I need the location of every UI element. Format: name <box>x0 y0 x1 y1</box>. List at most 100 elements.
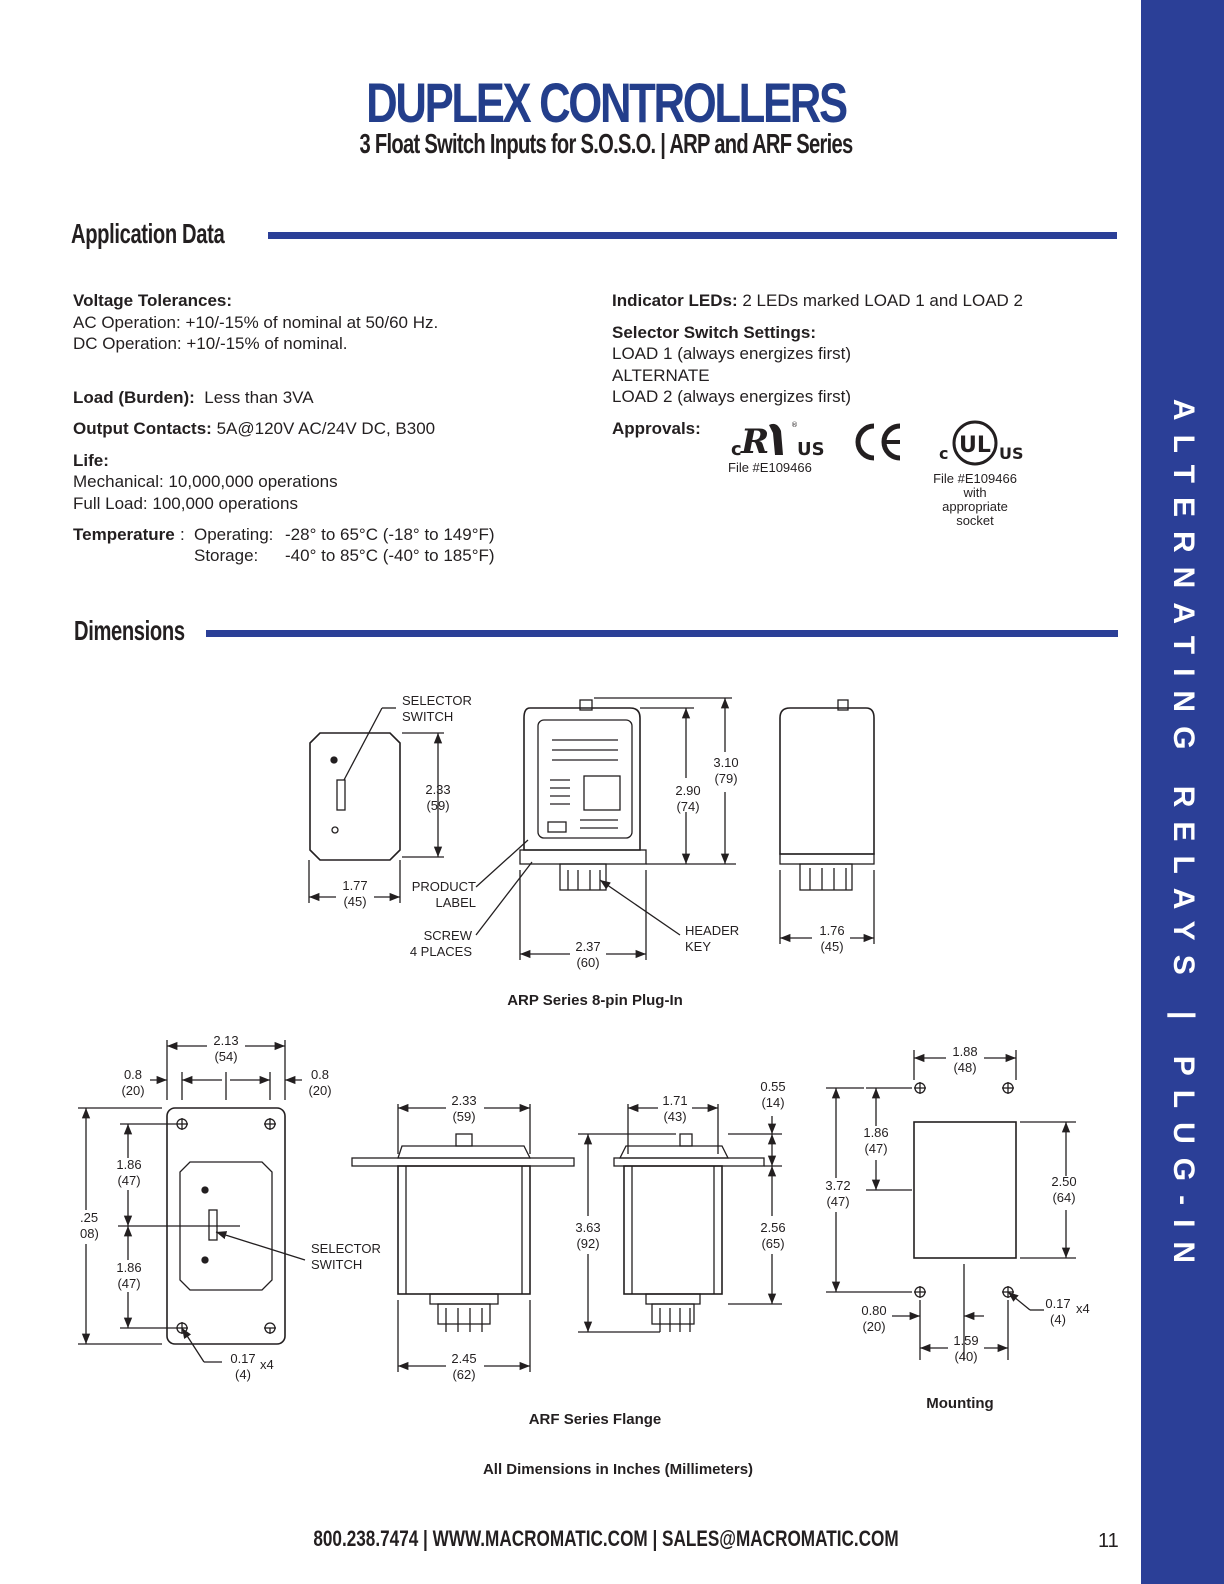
ul-note-line1: with <box>963 485 987 500</box>
section-rule <box>268 232 1117 239</box>
dim-value: x4 <box>260 1357 274 1372</box>
dim-value: (40) <box>954 1349 977 1364</box>
output-value: 5A@120V AC/24V DC, B300 <box>216 419 436 438</box>
dim-value: (92) <box>576 1236 599 1251</box>
svg-text:c: c <box>731 439 742 460</box>
dim-value: (47) <box>826 1194 849 1209</box>
arp-side-outline <box>309 732 401 861</box>
ul-note-line2: appropriate <box>942 499 1008 514</box>
led-value: 2 LEDs marked LOAD 1 and LOAD 2 <box>742 291 1023 310</box>
arf-flange-edge <box>351 1157 575 1167</box>
dim-value: 3.72 <box>825 1178 850 1193</box>
temp-operating-value: -28° to 65°C (-18° to 149°F) <box>285 525 495 544</box>
dim-value: (54) <box>214 1049 237 1064</box>
dim-value: 2.37 <box>575 939 600 954</box>
label-header-1: HEADER <box>685 923 739 938</box>
dim-value: (64) <box>1052 1190 1075 1205</box>
arp-right-outline <box>779 707 875 855</box>
selector-switch-shape <box>336 779 346 811</box>
dim-value: 3.10 <box>713 755 738 770</box>
page-number: 11 <box>1098 1530 1119 1552</box>
dim-value: 08) <box>80 1226 99 1241</box>
dim-value: (45) <box>343 894 366 909</box>
leader-line <box>343 707 383 781</box>
dim-value: (47) <box>117 1173 140 1188</box>
dim-value: 0.80 <box>861 1303 886 1318</box>
dim-value: (59) <box>426 798 449 813</box>
svg-text:UL: UL <box>959 433 991 458</box>
dim-value: 1.88 <box>952 1044 977 1059</box>
dim-value: (14) <box>761 1095 784 1110</box>
ce-mark-icon <box>855 423 901 461</box>
led-dot <box>330 756 338 764</box>
dimension-drawings: SELECTOR SWITCH 2.33 (59) 1.77 (45) PROD… <box>78 693 1090 1478</box>
spec-right-column: Indicator LEDs: 2 LEDs marked LOAD 1 and… <box>612 290 1112 439</box>
temp-storage-label: Storage: <box>194 546 259 565</box>
dim-value: (79) <box>714 771 737 786</box>
voltage-label: Voltage Tolerances: <box>73 291 233 310</box>
section-heading-application: Application Data <box>71 218 225 249</box>
arp-header <box>559 863 607 891</box>
page-title: DUPLEX CONTROLLERS <box>366 71 848 134</box>
label-product-2: LABEL <box>436 895 476 910</box>
dimensions-note: All Dimensions in Inches (Millimeters) <box>483 1461 753 1478</box>
dim-value: (20) <box>308 1083 331 1098</box>
spec-left-column: Voltage Tolerances: AC Operation: +10/-1… <box>73 290 593 567</box>
arp-front-outline <box>523 707 641 851</box>
label-product-1: PRODUCT <box>412 879 476 894</box>
dim-value: (74) <box>676 799 699 814</box>
dim-value: (20) <box>121 1083 144 1098</box>
mounting-cutout <box>913 1121 1017 1259</box>
arf-body <box>397 1165 531 1295</box>
dim-value: 3.63 <box>575 1220 600 1235</box>
dim-value: 1.86 <box>863 1125 888 1140</box>
dim-value: 0.17 <box>230 1351 255 1366</box>
dim-value: 2.33 <box>451 1093 476 1108</box>
svg-text:®: ® <box>791 421 798 429</box>
selector-label: Selector Switch Settings: <box>612 322 817 342</box>
dim-value: (4) <box>235 1367 251 1382</box>
label-selector-1: SELECTOR <box>402 693 472 708</box>
dim-value: 1.76 <box>819 923 844 938</box>
label-screw-1: SCREW <box>424 928 473 943</box>
temperature-label: Temperature <box>73 525 175 544</box>
voltage-ac: AC Operation: +10/-15% of nominal at 50/… <box>73 312 439 332</box>
dim-value: (47) <box>864 1141 887 1156</box>
dim-value: (4) <box>1050 1312 1066 1327</box>
section-rule <box>206 630 1118 637</box>
selector-load1: LOAD 1 (always energizes first) <box>612 344 852 363</box>
dim-value: x4 <box>1076 1301 1090 1316</box>
approvals-label: Approvals: <box>612 418 701 438</box>
sidebar-band: ALTERNATING RELAYS | PLUG-IN <box>1141 0 1224 1584</box>
ur-recognized-logo: c R US ® <box>731 421 825 462</box>
dim-value: 1.86 <box>116 1157 141 1172</box>
dim-value: (62) <box>452 1367 475 1382</box>
dim-value: 1.71 <box>662 1093 687 1108</box>
dim-value: 1.59 <box>953 1333 978 1348</box>
dim-value: (59) <box>452 1109 475 1124</box>
ul-file-number: File #E109466 <box>933 471 1017 486</box>
led-label: Indicator LEDs: <box>612 291 738 310</box>
dim-value: (60) <box>576 955 599 970</box>
led-dot <box>331 826 339 834</box>
dim-value: 0.8 <box>124 1067 142 1082</box>
dim-value: 2.33 <box>425 782 450 797</box>
life-label: Life: <box>73 450 109 470</box>
temp-operating-label: Operating: <box>194 525 274 544</box>
dim-value: (65) <box>761 1236 784 1251</box>
dim-value: 2.50 <box>1051 1174 1076 1189</box>
svg-text:c: c <box>939 444 948 463</box>
output-label: Output Contacts: <box>73 419 212 438</box>
caption-arp: ARP Series 8-pin Plug-In <box>507 992 683 1009</box>
arf-inner-panel <box>179 1161 273 1291</box>
arp-top-knob <box>579 699 593 711</box>
dim-value: 0.55 <box>760 1079 785 1094</box>
leader-line <box>475 861 533 936</box>
dim-value: 1.77 <box>342 878 367 893</box>
page-subtitle: 3 Float Switch Inputs for S.O.S.O. | ARP… <box>359 128 854 159</box>
load-label: Load (Burden): <box>73 387 195 407</box>
dim-value: (45) <box>820 939 843 954</box>
footer-contact: 800.238.7474 | WWW.MACROMATIC.COM | SALE… <box>313 1526 899 1551</box>
dim-value: .25 <box>80 1210 98 1225</box>
ul-file-block: File #E109466 with appropriate socket <box>925 472 1025 528</box>
